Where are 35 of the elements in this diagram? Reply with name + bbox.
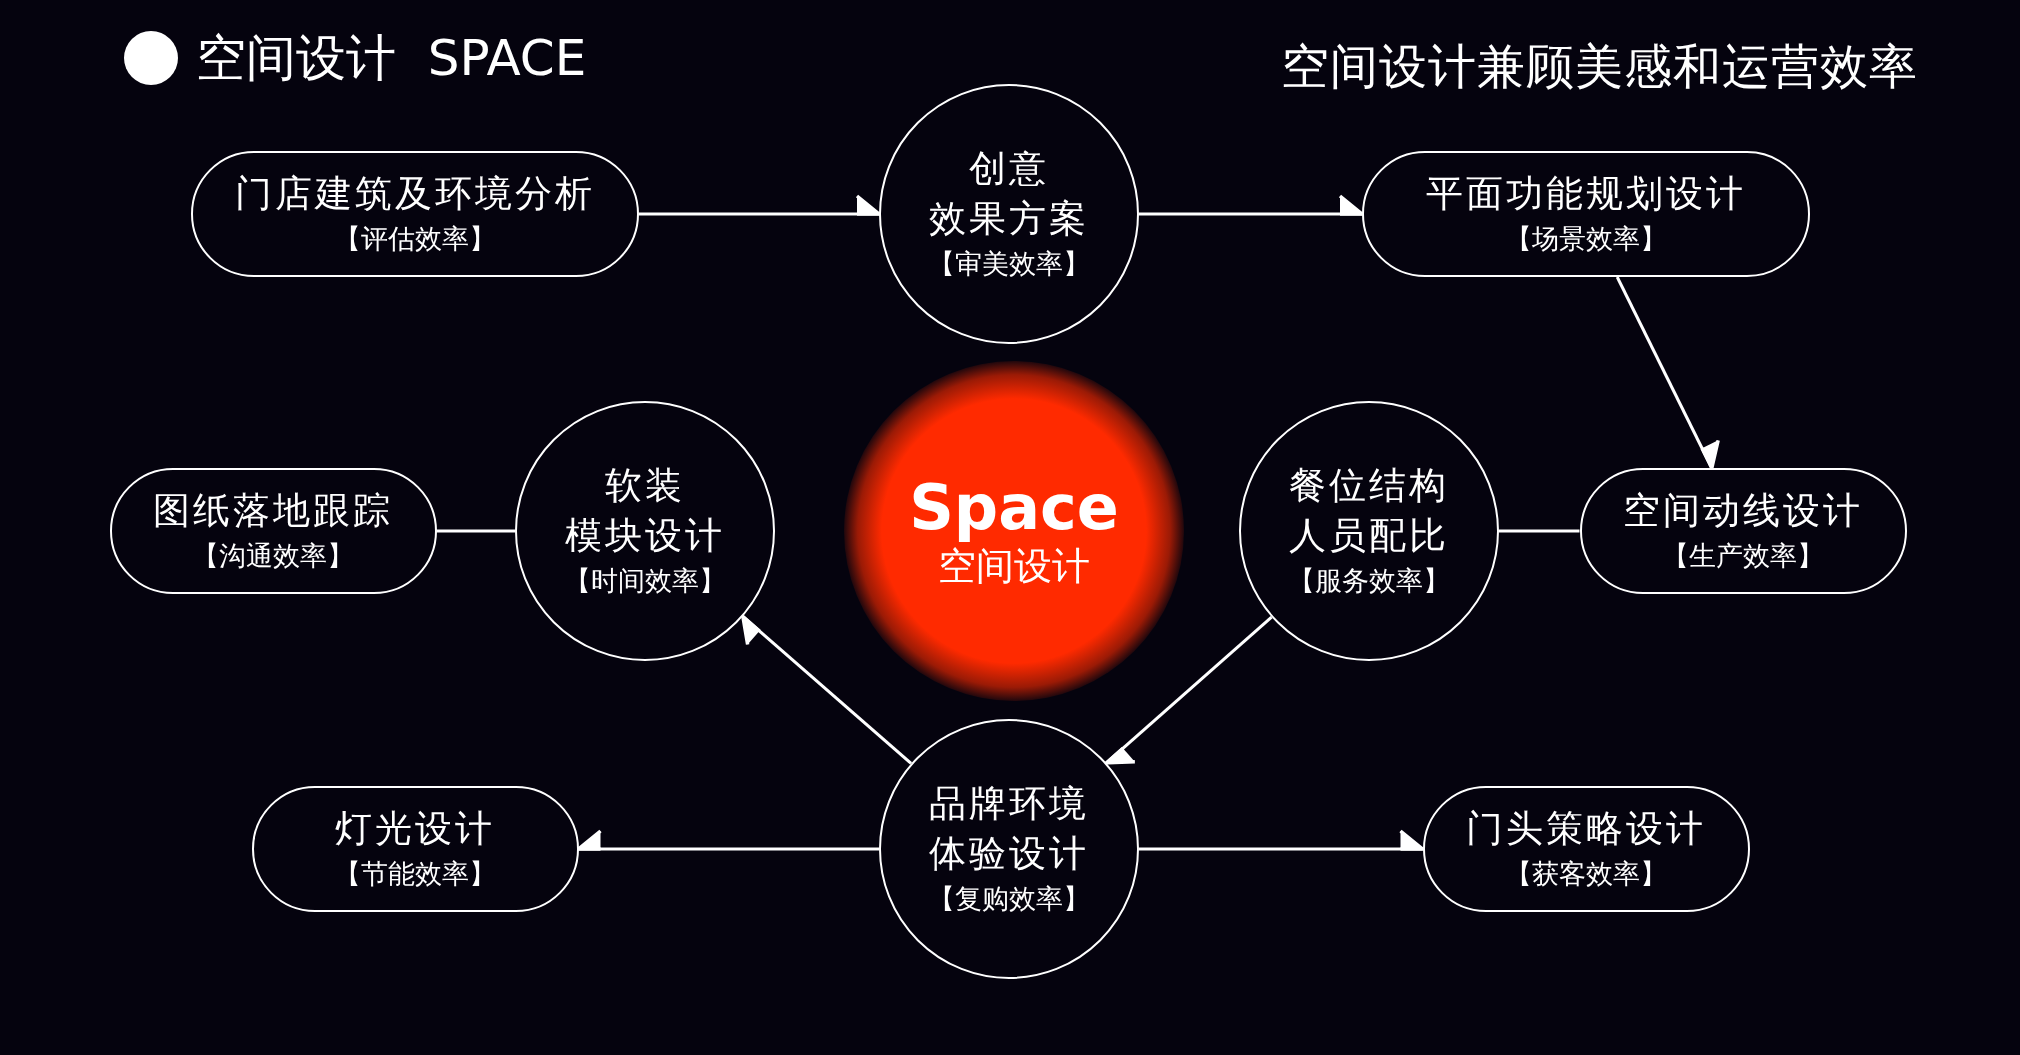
node-label: 灯光设计	[335, 806, 495, 852]
node-label: 体验设计	[929, 831, 1089, 877]
connector-line	[436, 529, 515, 533]
node-label: 门店建筑及环境分析	[235, 171, 595, 217]
efficiency-label: 【场景效率】	[1505, 222, 1667, 256]
node-label: 软装	[605, 463, 685, 509]
efficiency-label: 【评估效率】	[334, 222, 496, 256]
node-label: 空间动线设计	[1623, 488, 1863, 534]
efficiency-label: 【生产效率】	[1662, 539, 1824, 573]
efficiency-label: 【沟通效率】	[192, 539, 354, 573]
node-label: 效果方案	[929, 196, 1089, 242]
node-label: 创意	[969, 146, 1049, 192]
connector-line	[1499, 529, 1580, 533]
node-label: 图纸落地跟踪	[153, 488, 393, 534]
center-title: Space	[909, 473, 1119, 543]
node-label: 门头策略设计	[1466, 806, 1706, 852]
center-subtitle: 空间设计	[938, 543, 1090, 589]
node-label: 模块设计	[565, 513, 725, 559]
efficiency-label: 【复购效率】	[928, 882, 1090, 916]
node-label: 餐位结构	[1289, 463, 1449, 509]
efficiency-label: 【时间效率】	[564, 564, 726, 598]
arrow	[1615, 276, 1720, 470]
node-label: 人员配比	[1289, 513, 1449, 559]
node-label: 平面功能规划设计	[1426, 171, 1746, 217]
efficiency-label: 【节能效率】	[334, 857, 496, 891]
arrow	[741, 614, 913, 765]
arrow	[1139, 194, 1364, 216]
node-label: 品牌环境	[929, 781, 1089, 827]
efficiency-label: 【服务效率】	[1288, 564, 1450, 598]
efficiency-label: 【获客效率】	[1505, 857, 1667, 891]
arrow	[639, 194, 881, 216]
efficiency-label: 【审美效率】	[928, 247, 1090, 281]
arrow	[1104, 615, 1273, 765]
subtitle: 空间设计兼顾美感和运营效率	[1281, 37, 1918, 96]
title: 空间设计 SPACE	[196, 28, 587, 89]
